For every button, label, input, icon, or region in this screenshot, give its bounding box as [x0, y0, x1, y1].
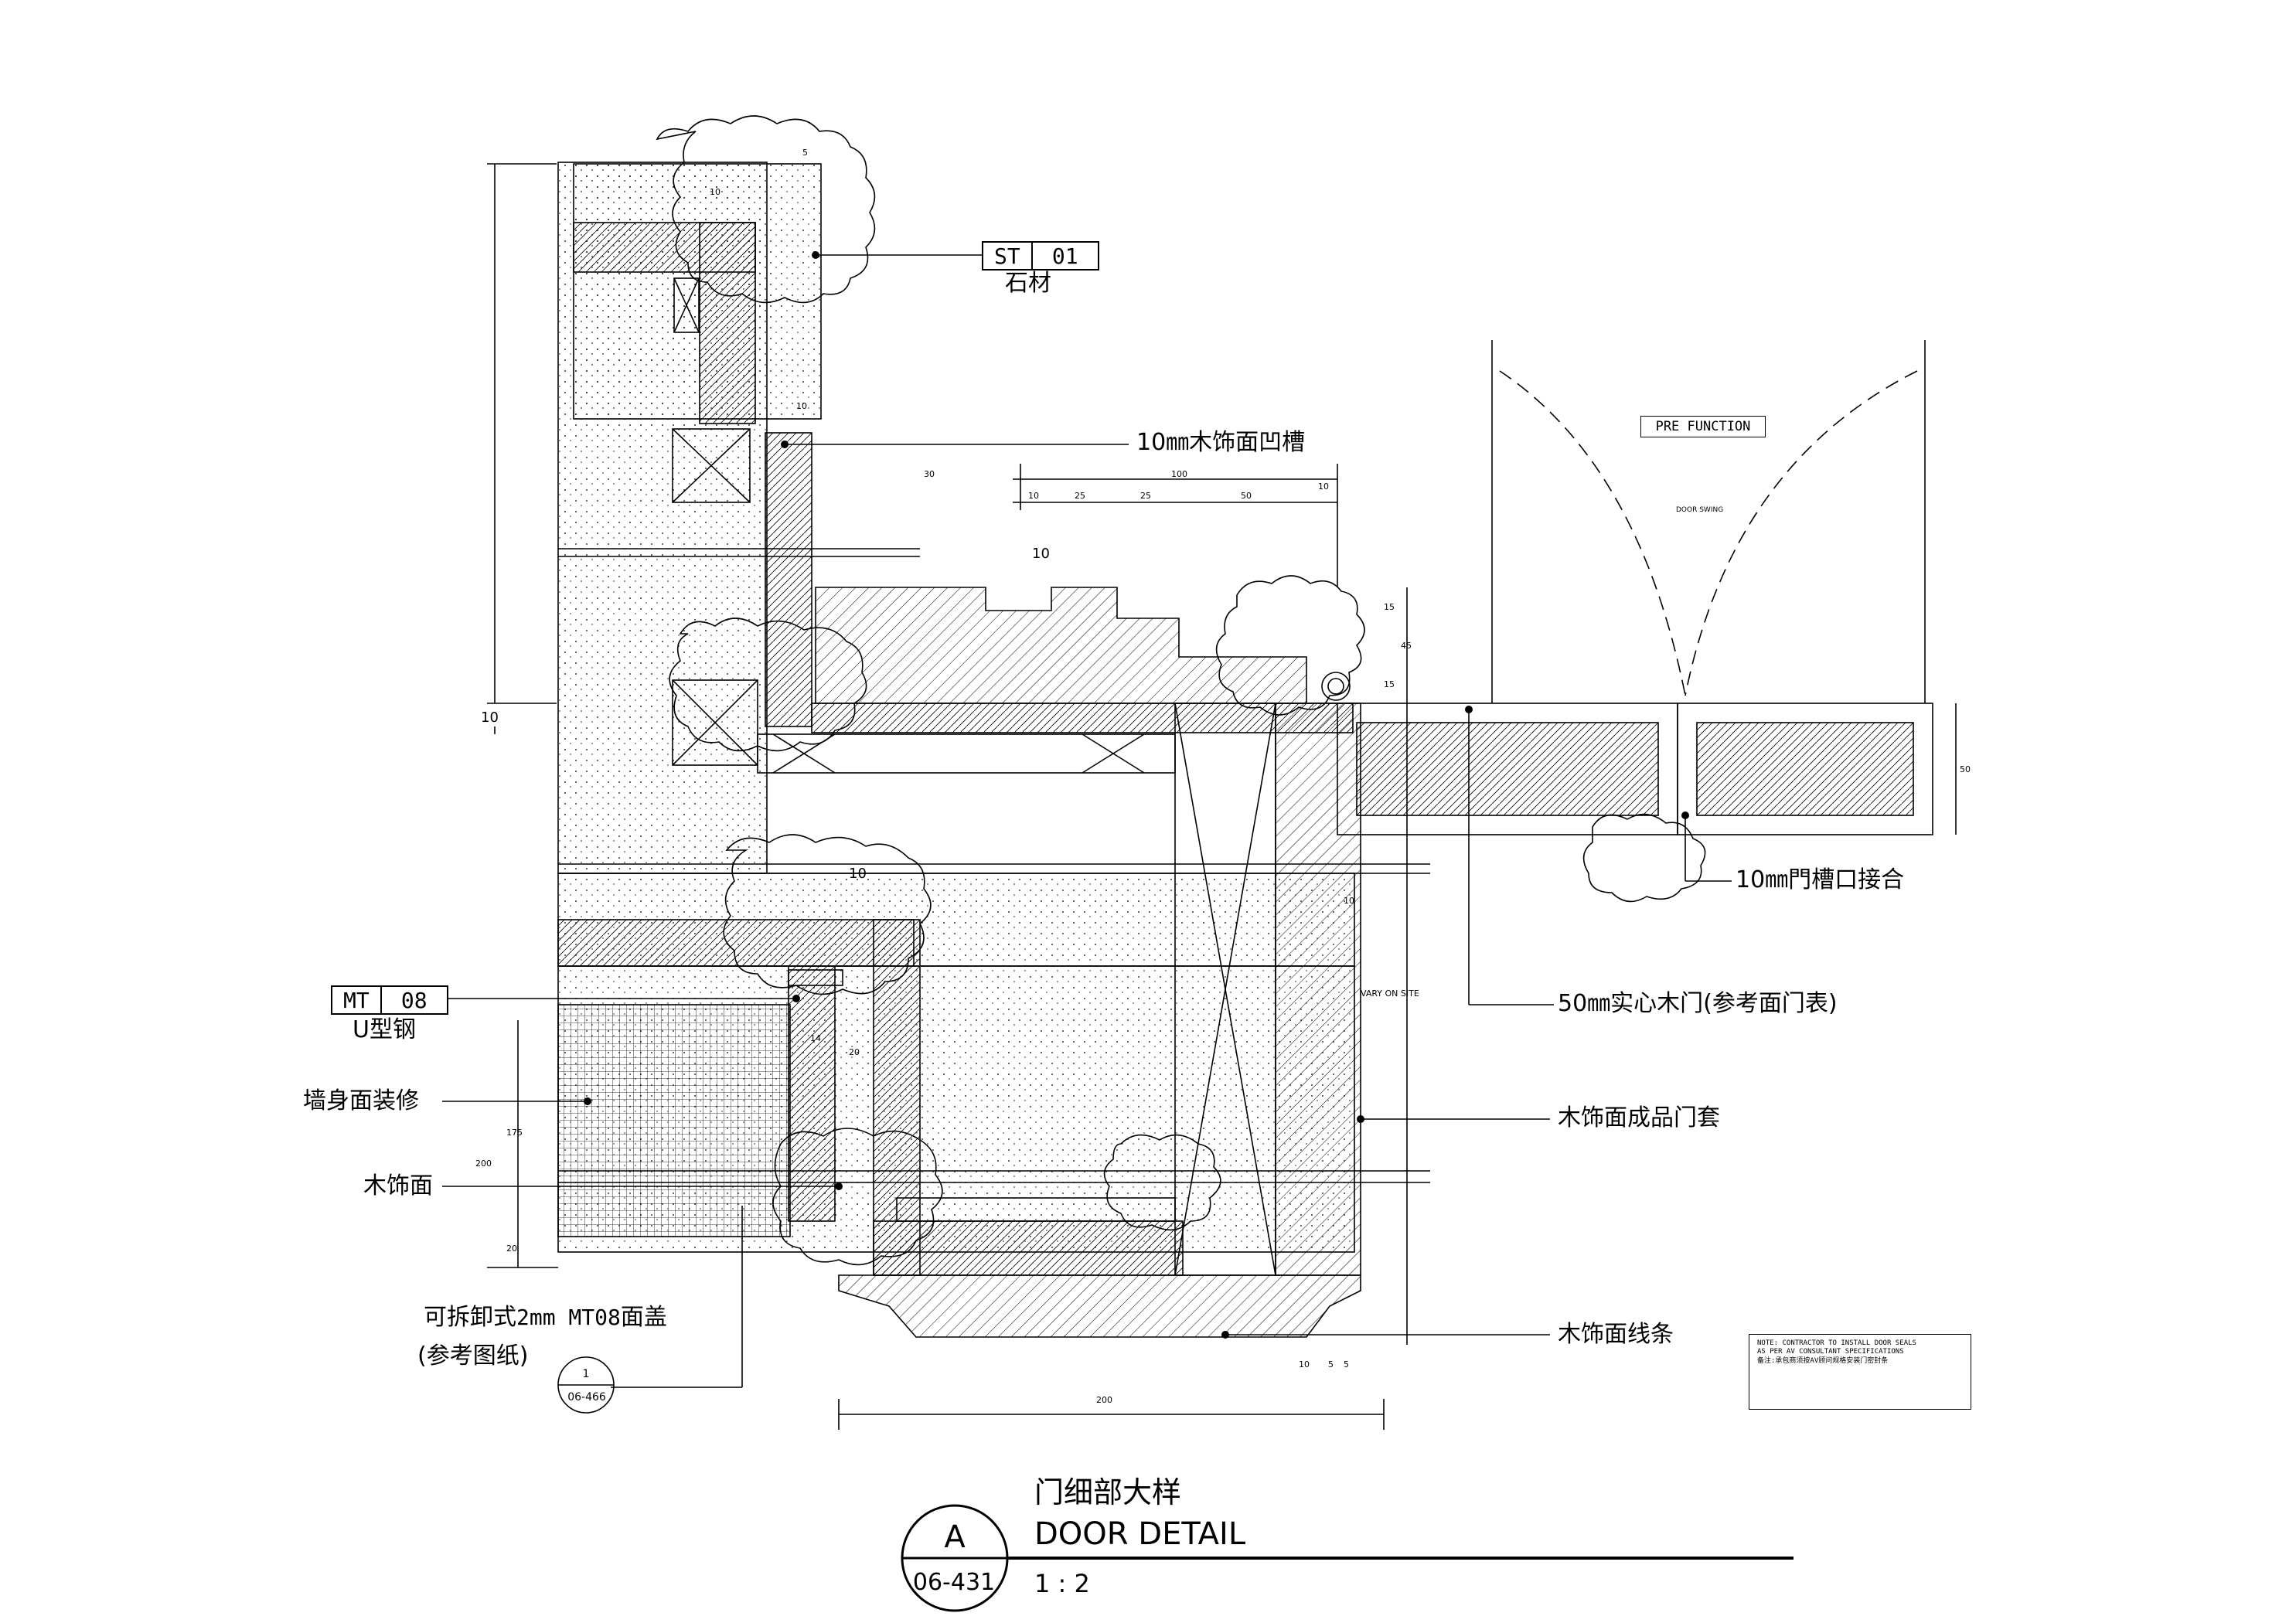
wood-layer [811, 703, 1354, 733]
revision-cloud [1582, 813, 1706, 903]
door-leaf-right [1677, 703, 1933, 835]
dim-text: 15 [1384, 679, 1395, 689]
dim-text: 30 [924, 469, 935, 479]
section-ref-sheet: 06-466 [567, 1391, 606, 1404]
dim-text: 20 [849, 1047, 860, 1057]
label-wood-trim: 木饰面线条 [1558, 1321, 1674, 1348]
label-wall-finish: 墙身面装修 [303, 1087, 419, 1114]
dim-text: 25 [1075, 491, 1085, 501]
wood-trim [838, 1274, 1361, 1338]
stone-cladding [573, 163, 822, 420]
blocking [672, 679, 758, 766]
detail-scale: 1 : 2 [1034, 1569, 1090, 1598]
blocking [673, 277, 700, 333]
door-frame-casing [1275, 703, 1361, 1276]
label-part: 面盖 [620, 1304, 667, 1331]
dim-text: 10 [710, 187, 720, 197]
tag-code: MT [343, 987, 370, 1013]
blocking [672, 428, 751, 503]
label-part: 可拆卸式 [424, 1304, 516, 1331]
label-wood-finish: 木饰面 [363, 1172, 433, 1199]
dim-text: 10 [1299, 1359, 1310, 1370]
wood-finish-panel [765, 432, 812, 727]
dim-text: 100 [1171, 469, 1187, 479]
dim-text: 5 [1344, 1359, 1349, 1370]
tag-number: 08 [380, 987, 447, 1013]
note-line: AS PER AV CONSULTANT SPECIFICATIONS [1757, 1348, 1904, 1356]
wall-finish-mesh [557, 1004, 791, 1237]
dim-text: 10 [1032, 546, 1050, 562]
label-groove: 10㎜木饰面凹槽 [1136, 429, 1306, 456]
dim-text: 10 [1318, 481, 1329, 492]
contractor-note: NOTE: CONTRACTOR TO INSTALL DOOR SEALS A… [1749, 1334, 1971, 1410]
tag-code: ST [994, 243, 1020, 269]
detail-title-en: DOOR DETAIL [1034, 1516, 1246, 1552]
door-core [1356, 722, 1659, 816]
dim-text: 200 [475, 1159, 492, 1169]
dim-text: 10 [1344, 896, 1354, 906]
dim-text: 45 [1401, 641, 1412, 651]
dim-text: 10 [796, 401, 807, 411]
pre-function-label: PRE FUNCTION [1640, 416, 1766, 437]
note-line: 备注:承包商须按AV顾问规格安装门密封条 [1757, 1356, 1889, 1365]
dim-text: 50 [1960, 764, 1971, 774]
door-core [1696, 722, 1914, 816]
dim-text: VARY ON SITE [1361, 988, 1419, 999]
detail-sheet-ref: 06-431 [912, 1569, 996, 1596]
timber-jamb [815, 587, 1307, 704]
dim-text: 20 [506, 1244, 517, 1254]
dim-text: 25 [1140, 491, 1151, 501]
tag-number: 01 [1030, 243, 1098, 269]
dim-text: 10 [849, 866, 867, 882]
material-tag-metal: MT 08 [331, 985, 448, 1015]
label-refer-drawing: (参考图纸) [417, 1342, 529, 1370]
door-swing-arc [1685, 370, 1918, 696]
door-swing-arc [1499, 370, 1686, 696]
label-stone: 石材 [1005, 270, 1051, 297]
label-removable-cover: 可拆卸式2mm MT08面盖 [424, 1306, 667, 1329]
note-line: NOTE: CONTRACTOR TO INSTALL DOOR SEALS [1757, 1339, 1916, 1347]
label-solid-door: 50㎜实心木门(参考面门表) [1558, 990, 1838, 1017]
label-part: 2mm MT08 [516, 1305, 621, 1330]
dim-text: 5 [802, 148, 808, 158]
section-ref-number: 1 [582, 1368, 590, 1380]
dim-text: 10 [481, 709, 499, 726]
door-swing-label: DOOR SWING [1676, 506, 1724, 514]
hinge-pin [1321, 672, 1351, 701]
dim-text: 50 [1241, 491, 1252, 501]
wood-layer [699, 222, 756, 424]
dim-text: 5 [1328, 1359, 1334, 1370]
dim-text: 175 [506, 1128, 523, 1138]
material-tag-stone: ST 01 [982, 241, 1099, 270]
label-u-steel: U型钢 [353, 1016, 416, 1043]
blocking [896, 1197, 1176, 1222]
hinge-pin [1327, 678, 1344, 695]
u-steel [788, 969, 843, 986]
detail-title-cn: 门细部大样 [1034, 1475, 1182, 1509]
wood-layer [557, 919, 915, 967]
dim-text: 14 [810, 1033, 821, 1043]
dim-text: 10 [1028, 491, 1039, 501]
label-door-frame: 木饰面成品门套 [1558, 1104, 1720, 1131]
dim-text: 200 [1096, 1395, 1112, 1405]
wood-layer [788, 965, 836, 1222]
wood-layer [873, 1220, 1184, 1276]
detail-letter: A [944, 1519, 966, 1555]
label-door-joint: 10㎜門槽口接合 [1736, 866, 1905, 893]
dim-text: 15 [1384, 602, 1395, 612]
